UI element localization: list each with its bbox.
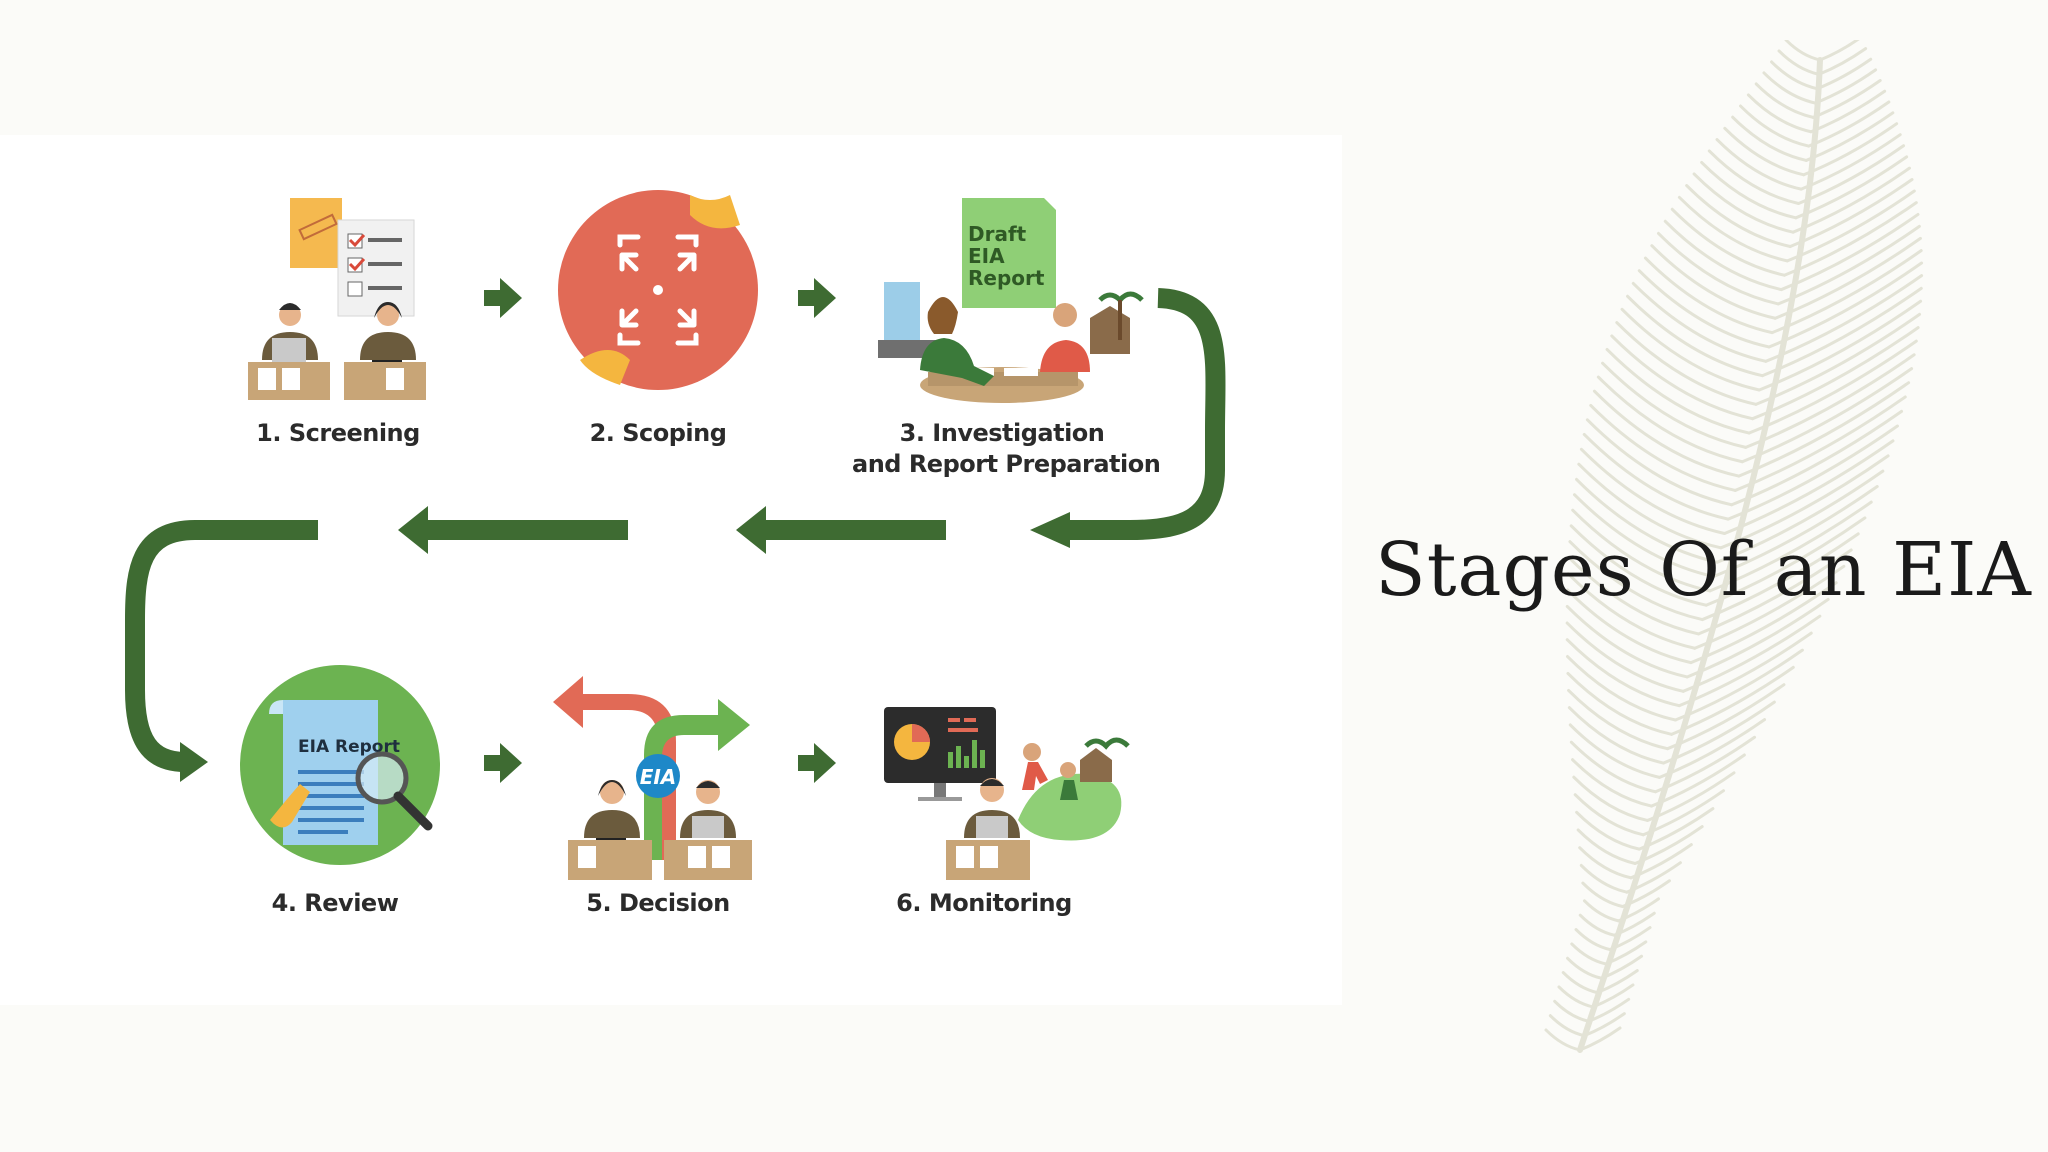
stage-label-scoping: 2. Scoping [589,419,727,447]
eia-report-text: EIA Report [298,737,400,757]
screening-icon [248,198,426,400]
decision-icon: EIA [553,676,752,880]
arrow-left-icon [398,506,628,554]
arrow-right-icon [180,742,208,782]
stage-label-screening: 1. Screening [256,419,420,447]
review-icon: EIA Report [240,665,440,865]
scoping-icon [558,190,758,390]
stage-label-investigation-line1: 3. Investigation [899,419,1105,447]
stage-label-investigation-line2: and Report Preparation [852,450,1161,478]
eia-badge-text: EIA [640,765,677,789]
monitoring-icon [884,707,1130,880]
arrow-right-icon [798,743,836,783]
stage-label-investigation: 3. Investigation and Report Preparation [852,418,1161,480]
stage-label-decision: 5. Decision [586,889,730,917]
curved-connector-right [1060,288,1226,540]
report-text: Report [968,266,1045,290]
stage-label-monitoring: 6. Monitoring [896,889,1072,917]
feather-decoration [1544,40,1924,1053]
arrow-right-icon [484,278,522,318]
arrow-right-icon [484,743,522,783]
investigation-icon: Draft EIA Report [878,198,1144,403]
draft-text: Draft [968,222,1027,246]
arrow-left-icon [1030,512,1070,548]
arrow-left-icon [736,506,946,554]
arrow-right-icon [798,278,836,318]
stage-label-review: 4. Review [271,889,399,917]
slide-title: Stages Of an EIA [1375,527,2032,613]
eia-text: EIA [968,244,1005,268]
curved-connector-left [125,520,318,772]
eia-process-diagram: Draft EIA Report EIA Report [125,190,1226,880]
